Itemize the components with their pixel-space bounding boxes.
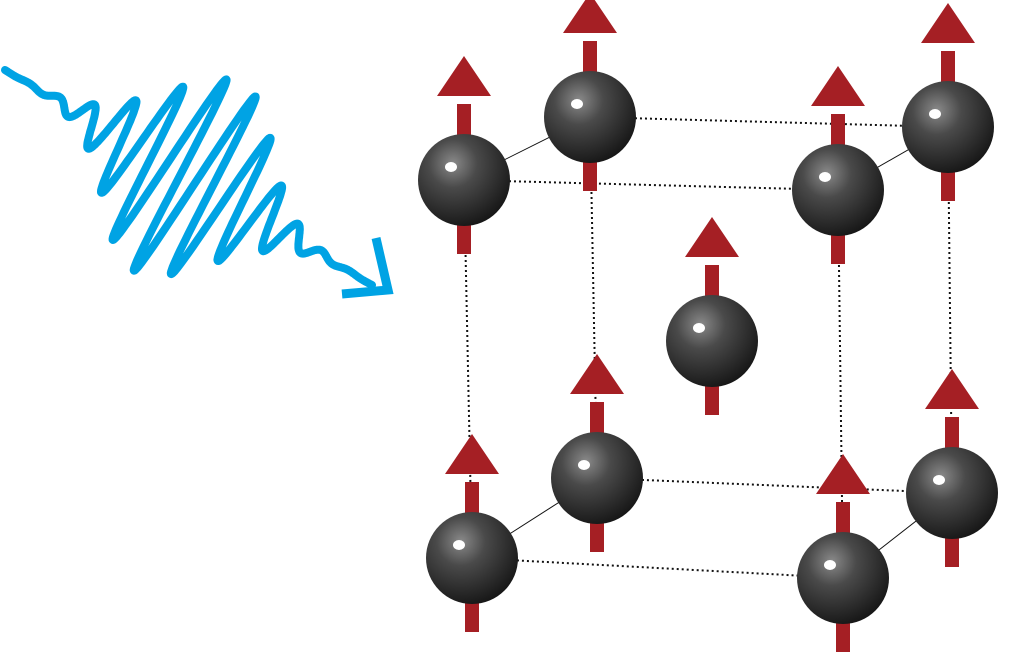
atom-with-spin [418,56,510,254]
lattice-atoms [418,0,998,652]
spin-up-arrow-icon [445,434,499,474]
spin-arrow-shaft [836,502,850,542]
lattice-edge [589,116,949,128]
atom-sphere [902,81,994,173]
spin-arrow-shaft [945,417,959,457]
spin-arrow-tail [836,616,850,652]
atom-with-spin [906,369,998,567]
lattice-edge [463,179,839,191]
laser-pulse-arrowhead [341,236,394,299]
atom-with-spin [551,354,643,552]
spin-up-arrow-icon [816,454,870,494]
spin-arrow-tail [941,165,955,201]
atom-sphere [418,134,510,226]
atom-highlight [578,460,590,470]
spin-arrow-tail [590,516,604,552]
spin-up-arrow-icon [925,369,979,409]
spin-arrow-tail [945,531,959,567]
atom-sphere [797,532,889,624]
laser-pulse-icon [1,66,394,299]
atom-with-spin [666,217,758,415]
spin-arrow-tail [457,218,471,254]
atom-highlight [445,162,457,172]
atom-sphere [792,144,884,236]
spin-arrow-shaft [465,482,479,522]
spin-arrow-tail [465,596,479,632]
atom-with-spin [544,0,636,191]
atom-sphere [544,71,636,163]
spin-arrow-shaft [457,104,471,144]
spin-up-arrow-icon [811,66,865,106]
spin-arrow-shaft [941,51,955,91]
spin-up-arrow-icon [563,0,617,33]
atom-highlight [929,109,941,119]
atom-highlight [453,540,465,550]
lattice-edge [471,557,844,579]
atom-with-spin [902,3,994,201]
laser-pulse-wave [1,66,376,289]
spin-arrow-tail [583,155,597,191]
spin-arrow-shaft [831,114,845,154]
atom-highlight [819,172,831,182]
atom-highlight [693,323,705,333]
spin-up-arrow-icon [570,354,624,394]
atom-sphere [426,512,518,604]
lattice-edge [596,477,953,494]
atom-highlight [933,475,945,485]
spin-arrow-tail [705,379,719,415]
spin-arrow-shaft [583,41,597,81]
spin-up-arrow-icon [437,56,491,96]
atom-with-spin [797,454,889,652]
atom-sphere [666,295,758,387]
atom-highlight [824,560,836,570]
atom-sphere [906,447,998,539]
atom-highlight [571,99,583,109]
atom-with-spin [426,434,518,632]
spin-arrow-tail [831,228,845,264]
atom-sphere [551,432,643,524]
spin-up-arrow-icon [685,217,739,257]
spin-arrow-shaft [590,402,604,442]
spin-arrow-shaft [705,265,719,305]
atom-with-spin [792,66,884,264]
spin-up-arrow-icon [921,3,975,43]
